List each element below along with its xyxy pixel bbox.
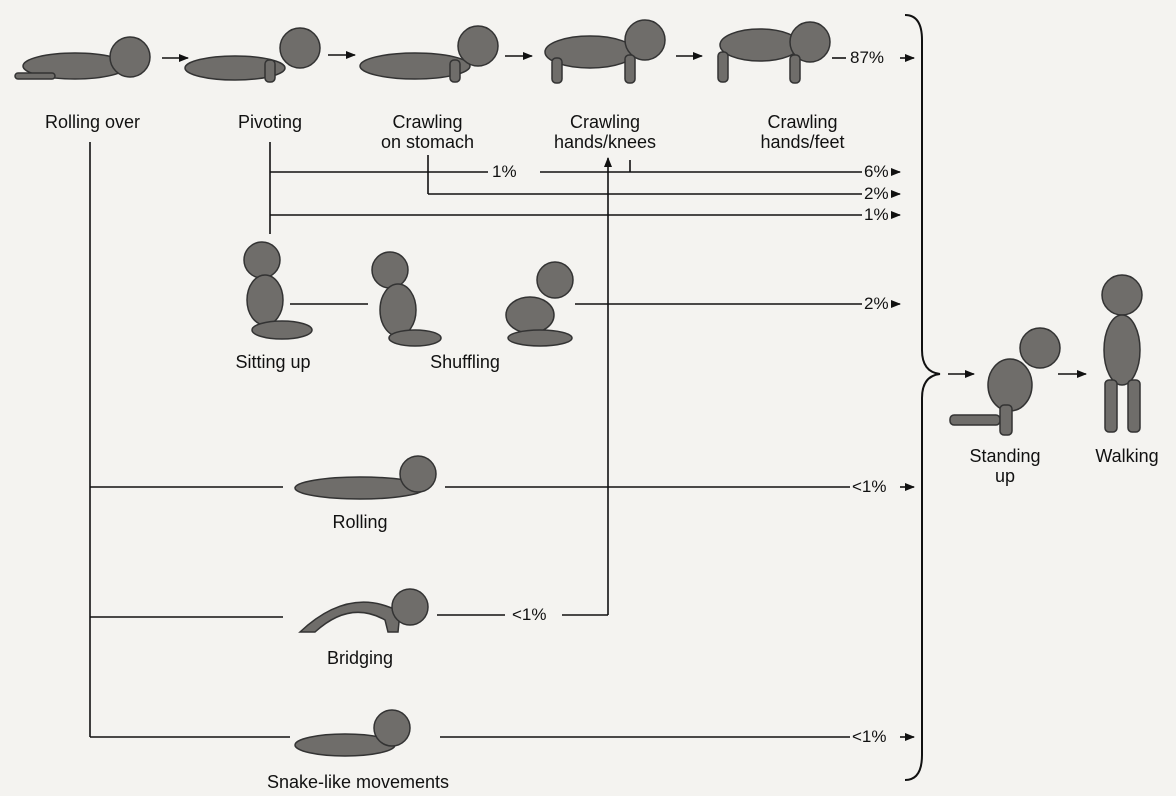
label-walking: Walking [1082,446,1172,466]
pct-snake-route: <1% [850,727,889,747]
label-crawling-hands-feet: Crawling hands/feet [740,112,865,152]
label-crawling-hands-knees: Crawling hands/knees [535,112,675,152]
pct-pivot-to-hands-knees: 1% [490,162,519,182]
baby-rolling-figure [295,456,436,499]
baby-pivoting-figure [185,28,320,82]
label-bridging: Bridging [305,648,415,668]
label-standing-up: Standing up [960,446,1050,486]
label-sitting-up: Sitting up [218,352,328,372]
baby-standing-up-figure [950,328,1060,435]
label-snake-like: Snake-like movements [238,772,478,792]
baby-crawling-hands-feet-figure [718,22,830,83]
label-rolling-over: Rolling over [25,112,160,132]
pct-stomach-route: 2% [862,184,891,204]
pct-main-route: 87% [848,48,886,68]
label-pivoting: Pivoting [215,112,325,132]
baby-bridging-figure [300,589,428,632]
label-shuffling: Shuffling [410,352,520,372]
baby-sitting-up-figure [244,242,312,339]
convergence-bracket [905,15,940,780]
pct-pivot-route: 6% [862,162,891,182]
pct-bridging-route: <1% [510,605,549,625]
baby-snake-like-figure [295,710,410,756]
pct-shuffling-route: 2% [862,294,891,314]
pct-pivot-low-route: 1% [862,205,891,225]
baby-crawling-hands-knees-figure [545,20,665,83]
baby-shuffling-leaning-figure [506,262,573,346]
baby-rolling-over-figure [15,37,150,79]
label-rolling: Rolling [310,512,410,532]
baby-walking-figure [1102,275,1142,432]
label-crawling-stomach: Crawling on stomach [360,112,495,152]
baby-crawling-stomach-figure [360,26,498,82]
baby-shuffling-figure [372,252,441,346]
pct-rolling-route: <1% [850,477,889,497]
